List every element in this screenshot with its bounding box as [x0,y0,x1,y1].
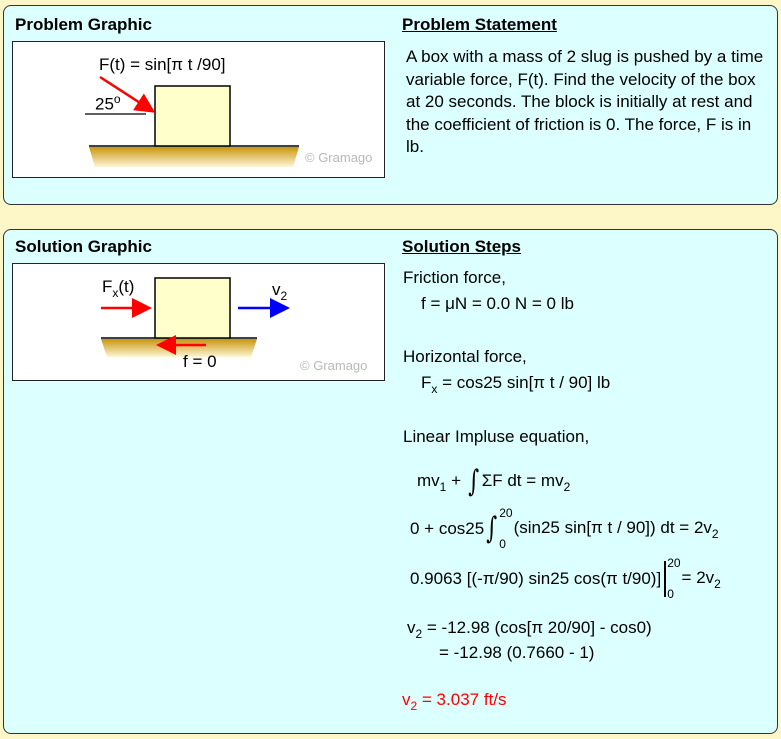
fx-suffix: (t) [118,277,135,296]
box [154,85,231,147]
evaluated-equation: 0.9063 [(-π/90) sin25 cos(π t/90)] 20 0 =… [410,554,721,604]
problem-graphic [12,41,385,178]
eq-part: ΣF dt = mv [481,470,564,490]
force-label: F(t) = sin[π t /90] [99,55,226,74]
v2-v: v [272,280,281,299]
solution-graphic [12,263,385,381]
eq-part: 0 + cos25 [410,519,485,538]
watermark: © Gramago [300,358,368,373]
eq-part: + [446,470,466,490]
watermark: © Gramago [305,150,373,165]
ground [101,339,257,357]
eq-part: v [407,618,416,637]
solution-steps-title: Solution Steps [402,237,521,256]
impulse-equation: mv1 + ∫ ΣF dt = mv2 [417,462,570,502]
velocity-equation-2: = -12.98 (0.7660 - 1) [439,643,595,662]
eq-sub: 1 [439,479,447,494]
lower-limit: 0 [499,537,506,551]
v2-sub: 2 [280,289,288,303]
eq-part: ΣF dt = mv2 [482,471,571,494]
eq-sub: 2 [563,479,571,494]
velocity-equation: v2 = -12.98 (cos[π 20/90] - cos0) [407,618,652,641]
eq-part: = 2v [681,567,715,587]
fx-label: Fx(t) [102,277,134,300]
eq-part: = -12.98 (cos[π 20/90] - cos0) [422,618,652,637]
fx-sub: x [112,286,119,300]
eq-part: 0.9063 [(-π/90) sin25 cos(π t/90)] [410,569,662,588]
eq-sub: 2 [711,526,719,541]
integral-icon: ∫ [486,511,498,546]
box [154,277,231,339]
integral-icon: ∫ [467,464,479,499]
integral-limits: 20 0 [499,507,512,551]
problem-statement: A box with a mass of 2 slug is pushed by… [406,47,764,156]
friction-equation: f = μN = 0.0 N = 0 lb [421,294,574,313]
impulse-heading: Linear Impluse equation, [403,427,590,446]
friction-label: f = 0 [183,352,217,371]
v2-label: v2 [272,280,287,303]
force-arrow [99,75,156,113]
solution-graphic-title: Solution Graphic [15,237,152,256]
lower-limit: 0 [667,587,674,601]
eq-part: = cos25 sin[π t / 90] lb [437,373,611,392]
eq-part: (sin25 sin[π t / 90]) dt = 2v [513,517,712,537]
eq-part: (sin25 sin[π t / 90]) dt = 2v2 [514,518,719,541]
ground [89,147,299,167]
eq-part: mv1 + [417,471,466,494]
eq-sub: x [431,382,438,396]
angle-label: 25o [95,92,121,115]
horizontal-heading: Horizontal force, [403,347,527,366]
eq-part: mv [417,470,440,490]
problem-statement-title: Problem Statement [402,15,557,34]
eq-part: F [421,373,432,392]
eq-sub: 2 [714,576,721,591]
answer-value: = 3.037 ft/s [417,690,507,709]
upper-limit: 20 [499,506,513,520]
angle-unit: o [113,92,121,106]
upper-limit: 20 [667,556,681,570]
fx-f: F [102,277,113,296]
eq-sub: 2 [415,627,423,641]
integral-equation: 0 + cos25 ∫ 20 0 (sin25 sin[π t / 90]) dt… [410,504,719,554]
angle-value: 25 [95,94,114,114]
evaluation-bar [664,561,667,597]
friction-heading: Friction force, [403,268,506,287]
horizontal-equation: Fx = cos25 sin[π t / 90] lb [421,373,610,396]
answer: v2 = 3.037 ft/s [402,690,507,713]
eq-part: = 2v2 [682,568,721,591]
evaluation-limits: 20 0 [667,557,680,601]
problem-graphic-title: Problem Graphic [15,15,152,34]
answer-sub: 2 [410,699,418,713]
answer-v: v [402,690,411,709]
